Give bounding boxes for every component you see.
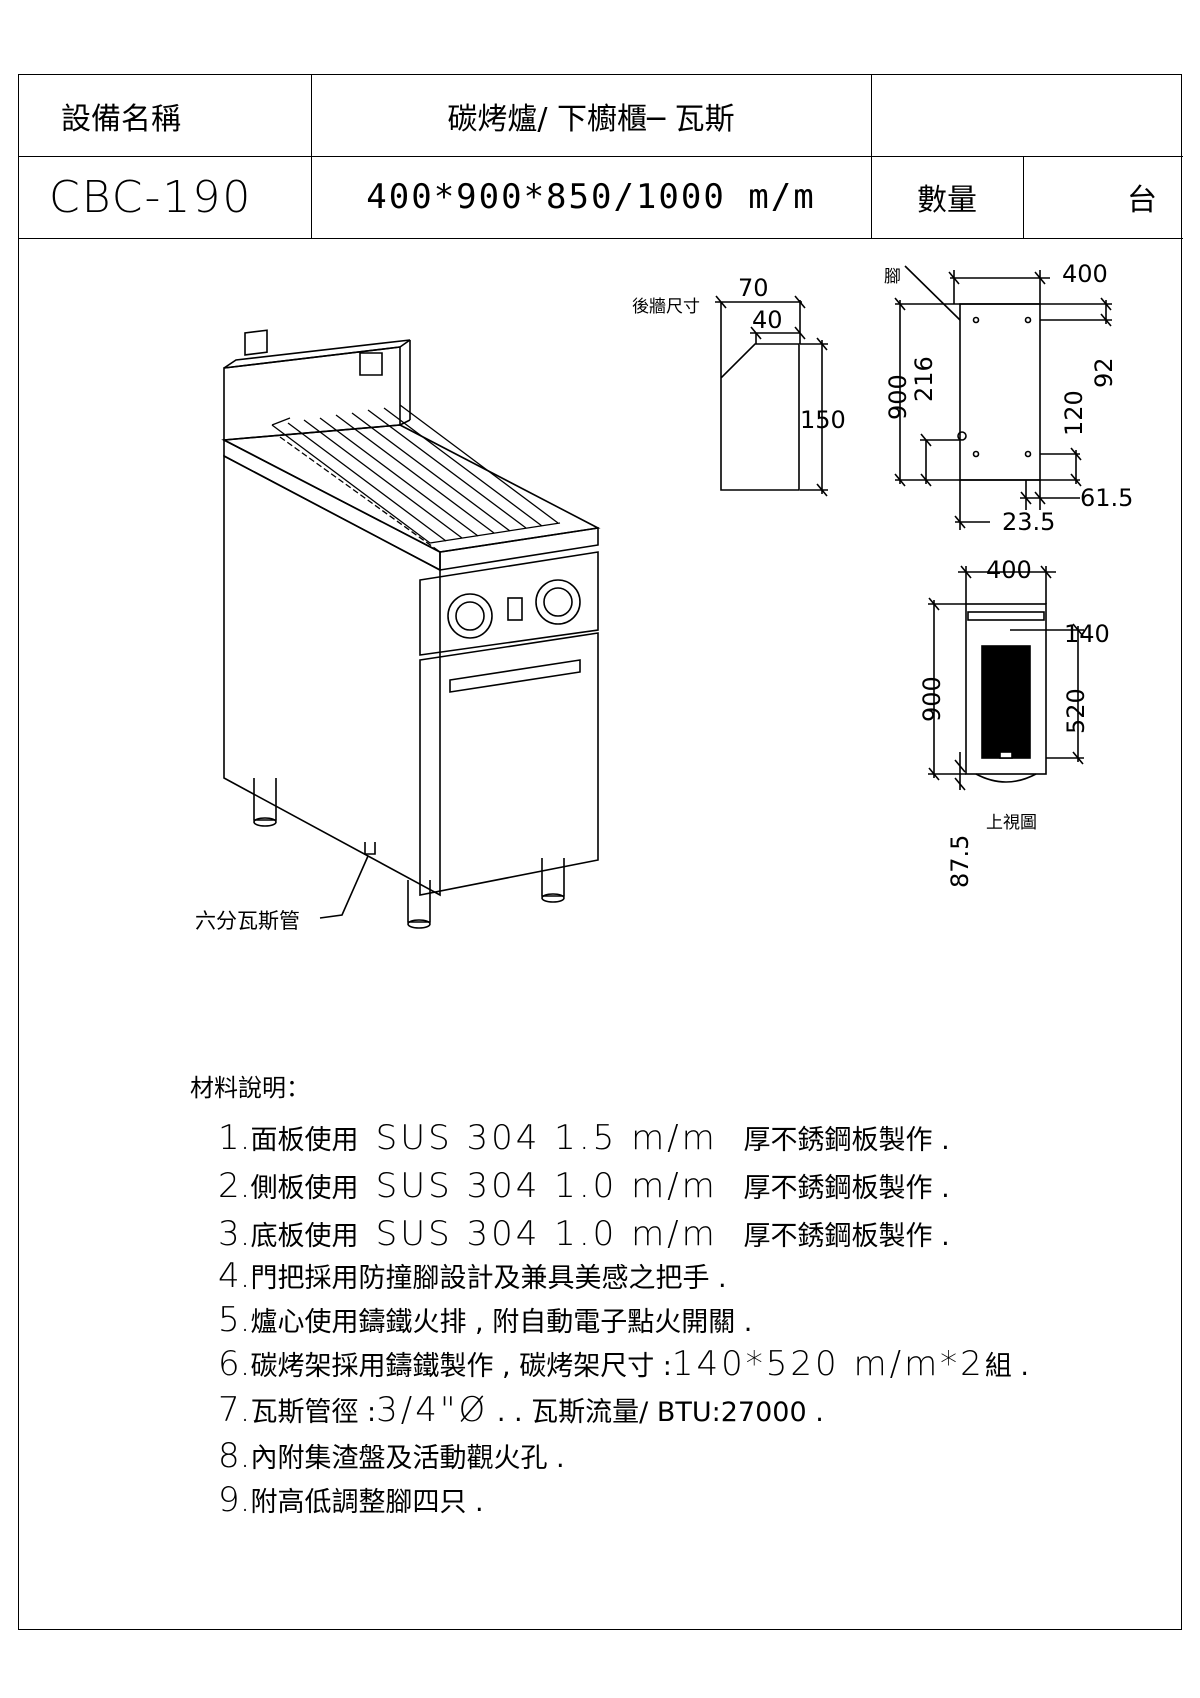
item-text: 門把採用防撞腳設計及兼具美感之把手 .: [250, 1263, 727, 1294]
side-dim-120: 120: [1060, 390, 1088, 436]
item-number: 6.: [218, 1344, 251, 1384]
top-dim-520: 520: [1062, 688, 1090, 734]
material-item: 1.面板使用 SUS 304 1.5 m/m 厚不銹鋼板製作 .: [218, 1118, 950, 1158]
materials-title: 材料說明：: [190, 1074, 310, 1102]
grill-isometric-view: [221, 329, 601, 929]
label-equipment-name: 設備名稱: [61, 101, 181, 137]
backsplash-dim-70: 70: [738, 274, 769, 302]
item-text: 碳烤架採用鑄鐵製作 , 碳烤架尺寸 :: [250, 1351, 672, 1382]
top-dim-140: 140: [1064, 620, 1110, 648]
header-bottom-divider: [19, 238, 1183, 239]
backsplash-profile: [715, 300, 828, 494]
item-text: 側板使用: [250, 1173, 359, 1204]
item-number: 8.: [218, 1436, 251, 1476]
equipment-name: 碳烤爐/ 下櫥櫃─ 瓦斯: [447, 101, 735, 137]
item-spec: SUS 304 1.0 m/m: [375, 1214, 718, 1254]
leg-label: 腳: [884, 267, 901, 287]
side-dim-216: 216: [910, 356, 938, 402]
item-text: 內附集渣盤及活動觀火孔 .: [250, 1443, 565, 1474]
item-text: 瓦斯管徑 :: [250, 1397, 377, 1428]
top-view-label: 上視圖: [986, 813, 1037, 833]
material-item: 5.爐心使用鑄鐵火排 , 附自動電子點火開關 .: [218, 1300, 752, 1340]
backsplash-label: 後牆尺寸: [632, 297, 700, 317]
item-suffix: 厚不銹鋼板製作 .: [743, 1173, 950, 1204]
label-quantity: 數量: [917, 183, 977, 218]
col-divider-2: [871, 75, 872, 238]
backsplash-dim-40: 40: [752, 306, 783, 334]
top-dim-400: 400: [986, 556, 1032, 584]
item-text: 附高低調整腳四只 .: [250, 1487, 484, 1518]
backsplash-dim-150: 150: [800, 406, 846, 434]
material-item: 9.附高低調整腳四只 .: [218, 1480, 484, 1520]
material-item: 7.瓦斯管徑 :3/4"Ø . . 瓦斯流量/ BTU:27000 .: [218, 1390, 824, 1430]
side-dim-900: 900: [884, 374, 912, 420]
item-text: 面板使用: [250, 1125, 359, 1156]
material-item: 8.內附集渣盤及活動觀火孔 .: [218, 1436, 565, 1476]
item-number: 4.: [218, 1256, 251, 1296]
top-view: [928, 566, 1084, 790]
item-text: 底板使用: [250, 1221, 359, 1252]
col-divider-1: [311, 75, 312, 238]
material-item: 2.側板使用 SUS 304 1.0 m/m 厚不銹鋼板製作 .: [218, 1166, 950, 1206]
model-number: CBC-190: [49, 171, 253, 223]
material-item: 4.門把採用防撞腳設計及兼具美感之把手 .: [218, 1256, 727, 1296]
quantity-unit: 台: [1127, 183, 1157, 218]
header-row-divider: [19, 156, 1183, 157]
top-dim-900: 900: [918, 676, 946, 722]
item-number: 1.: [218, 1118, 251, 1158]
item-suffix: 厚不銹鋼板製作 .: [743, 1221, 950, 1252]
item-suffix: 組 .: [984, 1351, 1029, 1382]
item-spec: SUS 304 1.5 m/m: [375, 1118, 718, 1158]
top-dim-87-5: 87.5: [946, 835, 974, 888]
item-spec: 140*520 m/m*2: [671, 1344, 985, 1384]
material-item: 6.碳烤架採用鑄鐵製作 , 碳烤架尺寸 :140*520 m/m*2組 .: [218, 1344, 1029, 1384]
gas-pipe-label: 六分瓦斯管: [195, 909, 300, 933]
side-dim-23-5: 23.5: [1002, 508, 1055, 536]
item-number: 9.: [218, 1480, 251, 1520]
technical-drawing: 六分瓦斯管 後牆尺寸 70 40 150 腳 400 900 216 92 12…: [195, 260, 1133, 933]
side-dim-92: 92: [1090, 357, 1118, 388]
item-suffix: 厚不銹鋼板製作 .: [743, 1125, 950, 1156]
item-number: 3.: [218, 1214, 251, 1254]
material-item: 3.底板使用 SUS 304 1.0 m/m 厚不銹鋼板製作 .: [218, 1214, 950, 1254]
item-number: 2.: [218, 1166, 251, 1206]
side-dim-61-5: 61.5: [1080, 484, 1133, 512]
item-text: 爐心使用鑄鐵火排 , 附自動電子點火開關 .: [250, 1307, 753, 1338]
item-spec: 3/4"Ø: [376, 1390, 489, 1430]
overall-dimensions: 400*900*850/1000 m/m: [366, 177, 816, 217]
col-divider-3: [1023, 156, 1024, 238]
side-dim-400: 400: [1062, 260, 1108, 288]
item-number: 7.: [218, 1390, 251, 1430]
drawing-frame: 設備名稱 碳烤爐/ 下櫥櫃─ 瓦斯 CBC-190 400*900*850/10…: [18, 74, 1183, 1630]
item-suffix: . . 瓦斯流量/ BTU:27000 .: [488, 1397, 824, 1428]
item-spec: SUS 304 1.0 m/m: [375, 1166, 718, 1206]
item-number: 5.: [218, 1300, 251, 1340]
